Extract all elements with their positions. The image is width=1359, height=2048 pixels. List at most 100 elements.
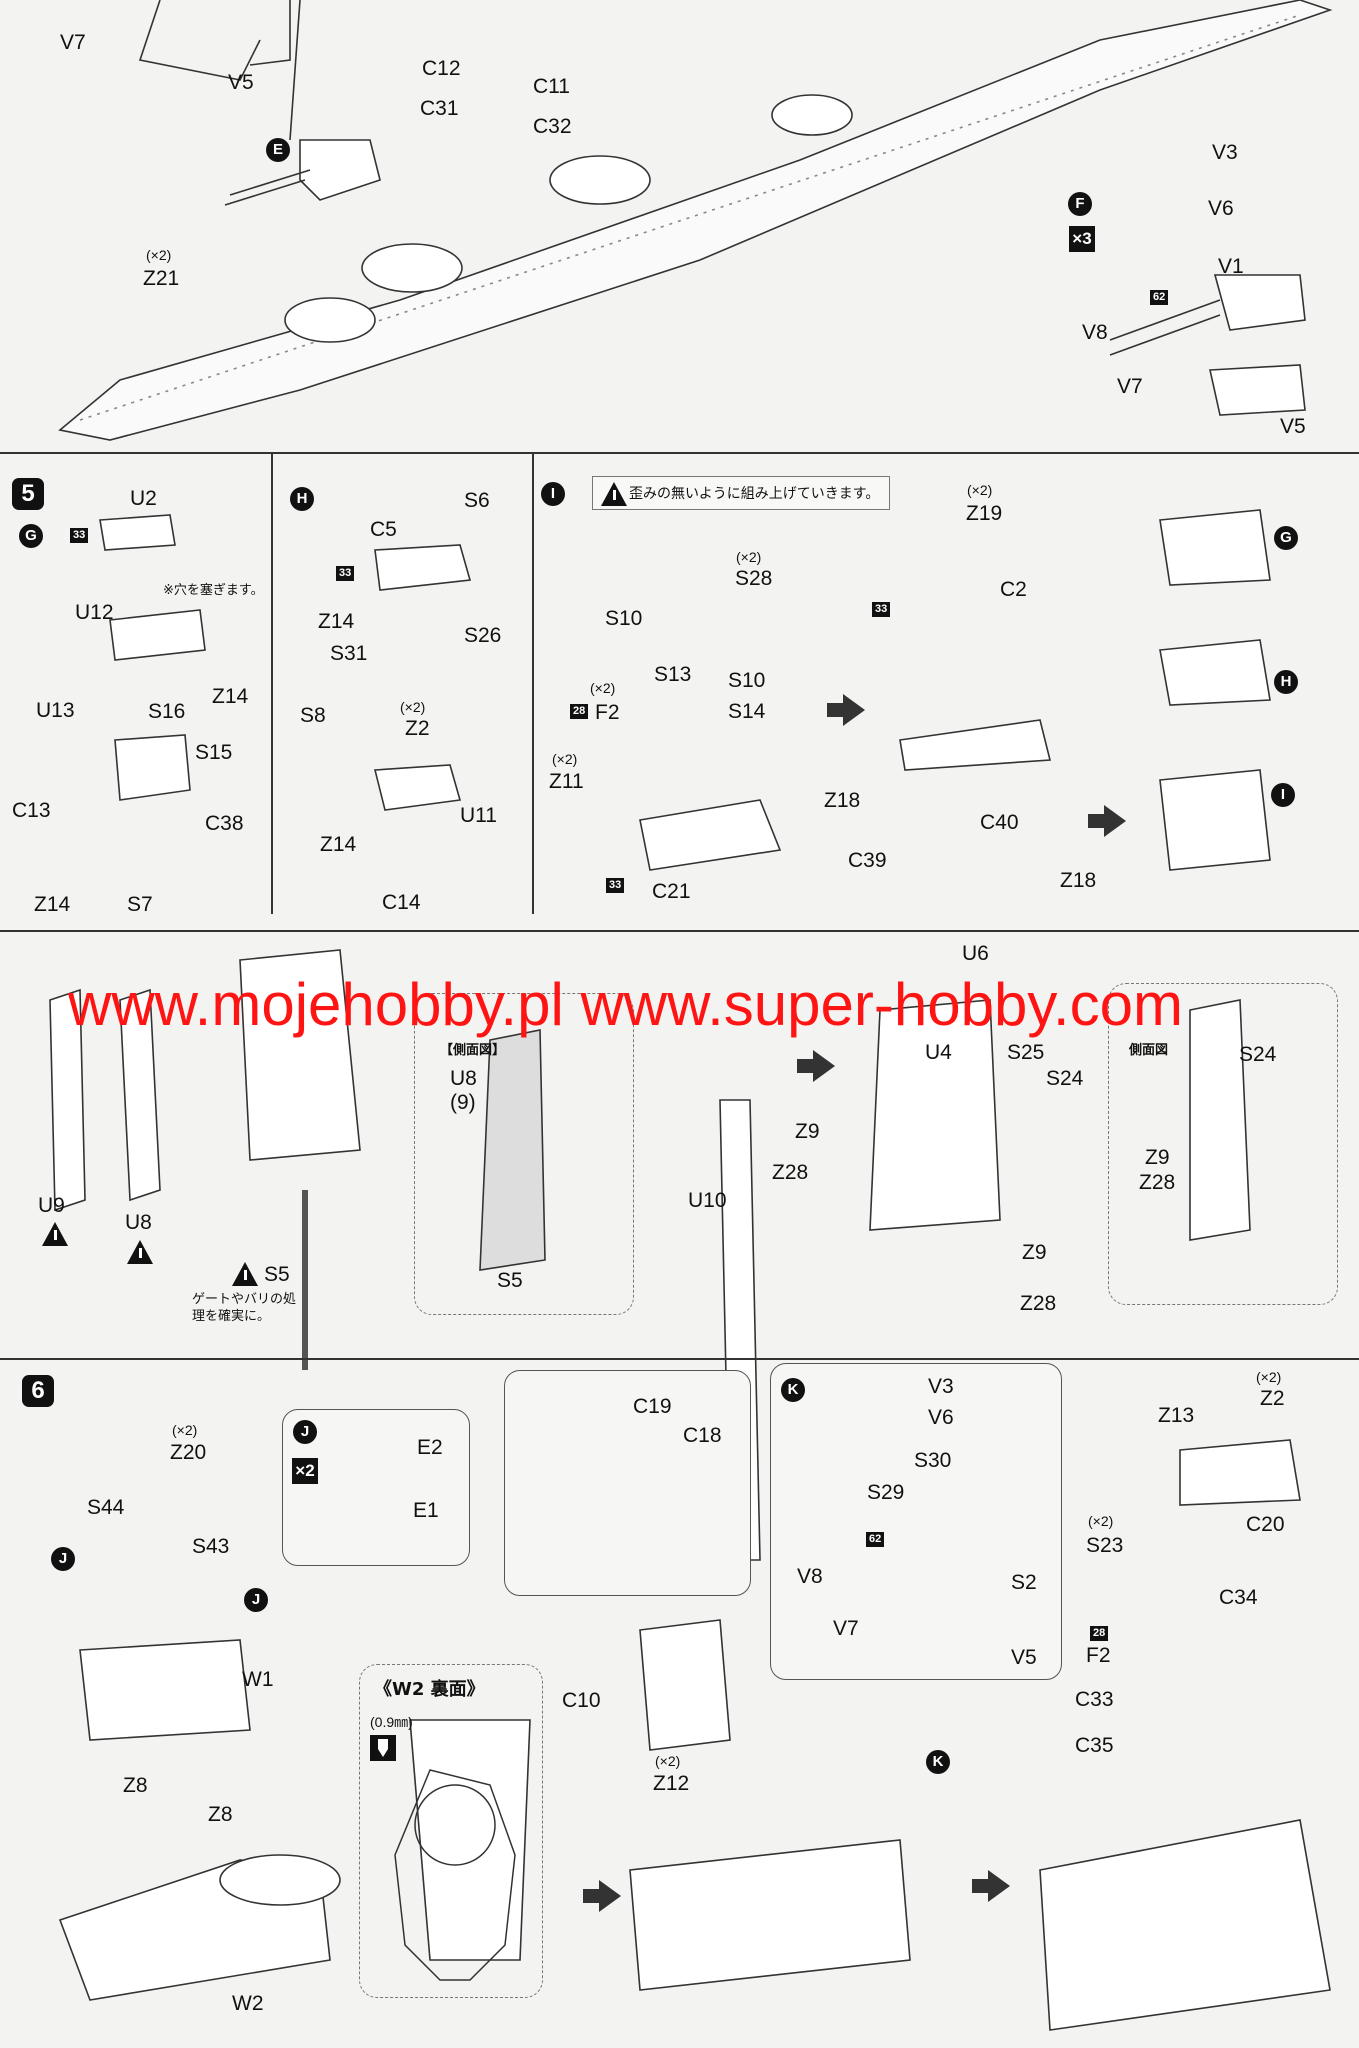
part-label: V5 — [1280, 415, 1306, 438]
part-label: U8 — [125, 1211, 152, 1234]
part-label: S6 — [464, 489, 490, 512]
divider — [0, 452, 1359, 454]
quantity-note: (×2) — [655, 1753, 681, 1769]
part-label: C35 — [1075, 1734, 1114, 1757]
part-label: Z20 — [170, 1441, 207, 1464]
part-label: S28 — [735, 567, 773, 590]
part-label: S2 — [1011, 1571, 1037, 1594]
part-label: Z14 — [34, 893, 71, 916]
arrow-right-icon — [1088, 805, 1126, 837]
part-label: Z14 — [318, 610, 355, 633]
drill-size-note: (0.9㎜) — [370, 1714, 413, 1730]
subassembly-badge-i: I — [541, 482, 565, 506]
part-label: S15 — [195, 741, 233, 764]
subassembly-c-panel: C19 C18 — [504, 1370, 751, 1596]
hull-drawing — [58, 0, 1333, 441]
subassembly-badge-j: J — [51, 1547, 75, 1571]
part-label: C10 — [562, 1689, 601, 1712]
subassembly-badge-k: K — [926, 1750, 950, 1774]
warning-icon — [601, 482, 627, 506]
color-code-tag: 28 — [570, 704, 589, 719]
part-label: U9 — [38, 1194, 65, 1217]
part-label: V1 — [1218, 255, 1244, 278]
part-label: C13 — [12, 799, 51, 822]
part-label: C40 — [980, 811, 1019, 834]
part-label: V8 — [1082, 321, 1108, 344]
part-label: S23 — [1086, 1534, 1124, 1557]
part-label: E2 — [417, 1436, 443, 1459]
caution-text: 歪みの無いように組み上げていきます。 — [629, 486, 880, 502]
divider — [0, 1358, 1359, 1360]
part-label: V3 — [1212, 141, 1238, 164]
caution-note: ゲートやバリの処理を確実に。 — [192, 1292, 297, 1324]
part-label: C5 — [370, 518, 397, 541]
part-label: Z14 — [320, 833, 357, 856]
part-label: C11 — [533, 75, 570, 98]
part-label: V6 — [1208, 197, 1234, 220]
quantity-note: (×2) — [1256, 1369, 1282, 1385]
part-label: C33 — [1075, 1688, 1114, 1711]
color-code-tag: 33 — [336, 566, 355, 581]
part-label: C32 — [533, 115, 572, 138]
part-label: C21 — [652, 880, 691, 903]
quantity-note: (×2) — [172, 1422, 198, 1438]
instruction-note: ※穴を塞ぎます。 — [163, 583, 264, 598]
w2-underside-drawing — [394, 1769, 516, 1981]
part-label: S10 — [605, 607, 643, 630]
divider — [0, 930, 1359, 932]
part-label: S26 — [464, 624, 502, 647]
part-label: F2 — [595, 701, 620, 724]
subassembly-badge-j: J — [293, 1420, 317, 1444]
arrow-right-icon — [797, 1050, 835, 1082]
part-label: Z18 — [824, 789, 861, 812]
part-label: Z8 — [123, 1774, 148, 1797]
subassembly-j-panel: J ×2 E2 E1 — [282, 1409, 470, 1566]
part-label: Z18 — [1060, 869, 1097, 892]
subassembly-badge-i: I — [1271, 783, 1295, 807]
part-label: S25 — [1007, 1041, 1045, 1064]
part-label: V5 — [228, 71, 254, 94]
part-label: S13 — [654, 663, 692, 686]
part-label: Z11 — [549, 770, 584, 793]
color-code-tag: 62 — [866, 1532, 885, 1547]
part-label: V7 — [1117, 375, 1143, 398]
part-label: C18 — [683, 1424, 722, 1447]
quantity-note: (×2) — [967, 482, 993, 498]
part-label: Z9 — [1022, 1241, 1047, 1264]
color-code-tag: 33 — [70, 528, 89, 543]
part-label: Z2 — [405, 717, 430, 740]
part-label: C20 — [1246, 1513, 1285, 1536]
warning-icon — [127, 1240, 153, 1264]
part-label: S44 — [87, 1496, 125, 1519]
part-label: Z14 — [212, 685, 249, 708]
panel-title: 《W2 裏面》 — [374, 1679, 485, 1700]
part-label: U10 — [688, 1189, 727, 1212]
part-label: V5 — [1011, 1646, 1037, 1669]
part-label: Z28 — [1139, 1171, 1176, 1194]
step-number: 6 — [22, 1375, 54, 1407]
quantity-badge: ×2 — [292, 1458, 318, 1484]
part-label: C19 — [633, 1395, 672, 1418]
part-label: S29 — [867, 1481, 905, 1504]
part-label: Z8 — [208, 1803, 233, 1826]
quantity-note: (×2) — [590, 680, 616, 696]
part-label: C38 — [205, 812, 244, 835]
subassembly-badge-g: G — [1274, 526, 1298, 550]
part-label: S8 — [300, 704, 326, 727]
part-label: C2 — [1000, 578, 1027, 601]
part-label: Z2 — [1260, 1387, 1285, 1410]
divider — [532, 454, 534, 914]
step-number: 5 — [12, 478, 44, 510]
subassembly-k-panel: K V3 V6 S30 S29 62 V8 S2 V7 V5 — [770, 1363, 1062, 1680]
part-label: C31 — [420, 97, 459, 120]
panel-title: 側面図 — [1129, 1043, 1169, 1058]
part-label: S31 — [330, 642, 368, 665]
drill-icon — [370, 1735, 396, 1761]
caution-note: 歪みの無いように組み上げていきます。 — [592, 476, 891, 510]
watermark: www.mojehobby.pl www.super-hobby.com — [68, 971, 1183, 1038]
arrow-right-icon — [827, 694, 865, 726]
part-label: V7 — [833, 1617, 859, 1640]
part-label: U4 — [925, 1041, 952, 1064]
part-label: U12 — [75, 601, 114, 624]
part-label: Z13 — [1158, 1404, 1195, 1427]
